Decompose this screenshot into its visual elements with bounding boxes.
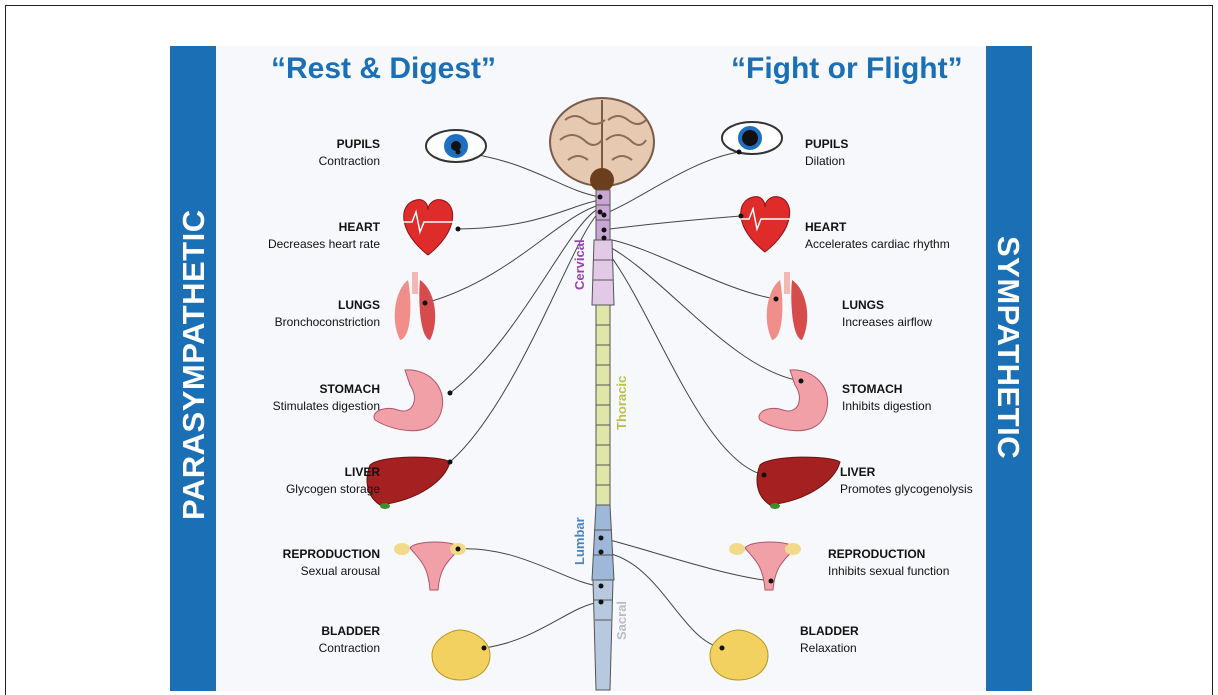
- cervical-segment: [592, 240, 614, 305]
- symp-bladder-title: BLADDER: [800, 623, 859, 640]
- para-stomach-label: STOMACH Stimulates digestion: [273, 381, 380, 415]
- symp-stomach-label: STOMACH Inhibits digestion: [842, 381, 931, 415]
- right-stomach-icon: [759, 370, 828, 431]
- right-reproductive-icon: [729, 542, 801, 590]
- para-bladder-title: BLADDER: [319, 623, 380, 640]
- symp-liver-label: LIVER Promotes glycogenolysis: [840, 464, 973, 498]
- symp-liver-effect: Promotes glycogenolysis: [840, 482, 973, 496]
- para-liver-label: LIVER Glycogen storage: [286, 464, 380, 498]
- left-stomach-icon: [374, 370, 443, 431]
- left-reproductive-icon: [394, 542, 466, 590]
- right-liver-icon: [757, 457, 840, 509]
- sacral-label: Sacral: [614, 601, 629, 640]
- right-heart-icon: [739, 197, 792, 252]
- symp-reproduction-effect: Inhibits sexual function: [828, 564, 949, 578]
- symp-lungs-label: LUNGS Increases airflow: [842, 297, 932, 331]
- symp-pupils-label: PUPILS Dilation: [805, 136, 848, 170]
- lumbar-segment: [592, 505, 614, 580]
- symp-reproduction-title: REPRODUCTION: [828, 546, 949, 563]
- symp-reproduction-label: REPRODUCTION Inhibits sexual function: [828, 546, 949, 580]
- left-eye-icon: [426, 130, 486, 162]
- symp-pupils-effect: Dilation: [805, 154, 845, 168]
- left-heart-icon: [402, 200, 455, 255]
- para-pupils-label: PUPILS Contraction: [319, 136, 380, 170]
- para-bladder-label: BLADDER Contraction: [319, 623, 380, 657]
- symp-bladder-label: BLADDER Relaxation: [800, 623, 859, 657]
- left-lungs-icon: [395, 272, 435, 340]
- symp-heart-title: HEART: [805, 219, 950, 236]
- symp-heart-effect: Accelerates cardiac rhythm: [805, 237, 950, 251]
- cervical-label: Cervical: [572, 239, 587, 290]
- symp-stomach-title: STOMACH: [842, 381, 931, 398]
- right-bladder-icon: [710, 630, 768, 680]
- para-lungs-title: LUNGS: [275, 297, 380, 314]
- right-eye-icon: [722, 122, 782, 154]
- para-pupils-title: PUPILS: [319, 136, 380, 153]
- para-pupils-effect: Contraction: [319, 154, 380, 168]
- symp-liver-title: LIVER: [840, 464, 973, 481]
- para-liver-effect: Glycogen storage: [286, 482, 380, 496]
- left-bladder-icon: [432, 630, 490, 680]
- para-heart-title: HEART: [268, 219, 380, 236]
- symp-heart-label: HEART Accelerates cardiac rhythm: [805, 219, 950, 253]
- para-lungs-effect: Bronchoconstriction: [275, 315, 380, 329]
- symp-pupils-title: PUPILS: [805, 136, 848, 153]
- para-heart-label: HEART Decreases heart rate: [268, 219, 380, 253]
- brain-icon: [550, 98, 654, 192]
- para-reproduction-label: REPRODUCTION Sexual arousal: [283, 546, 380, 580]
- para-liver-title: LIVER: [286, 464, 380, 481]
- right-lungs-icon: [767, 272, 807, 340]
- para-reproduction-effect: Sexual arousal: [301, 564, 380, 578]
- symp-lungs-title: LUNGS: [842, 297, 932, 314]
- para-heart-effect: Decreases heart rate: [268, 237, 380, 251]
- symp-stomach-effect: Inhibits digestion: [842, 399, 931, 413]
- para-lungs-label: LUNGS Bronchoconstriction: [275, 297, 380, 331]
- thoracic-label: Thoracic: [614, 376, 629, 430]
- para-stomach-title: STOMACH: [273, 381, 380, 398]
- spinal-cord: [592, 190, 614, 690]
- para-bladder-effect: Contraction: [319, 641, 380, 655]
- para-reproduction-title: REPRODUCTION: [283, 546, 380, 563]
- sacral-segment: [593, 580, 613, 690]
- symp-lungs-effect: Increases airflow: [842, 315, 932, 329]
- symp-bladder-effect: Relaxation: [800, 641, 857, 655]
- para-stomach-effect: Stimulates digestion: [273, 399, 380, 413]
- lumbar-label: Lumbar: [572, 517, 587, 565]
